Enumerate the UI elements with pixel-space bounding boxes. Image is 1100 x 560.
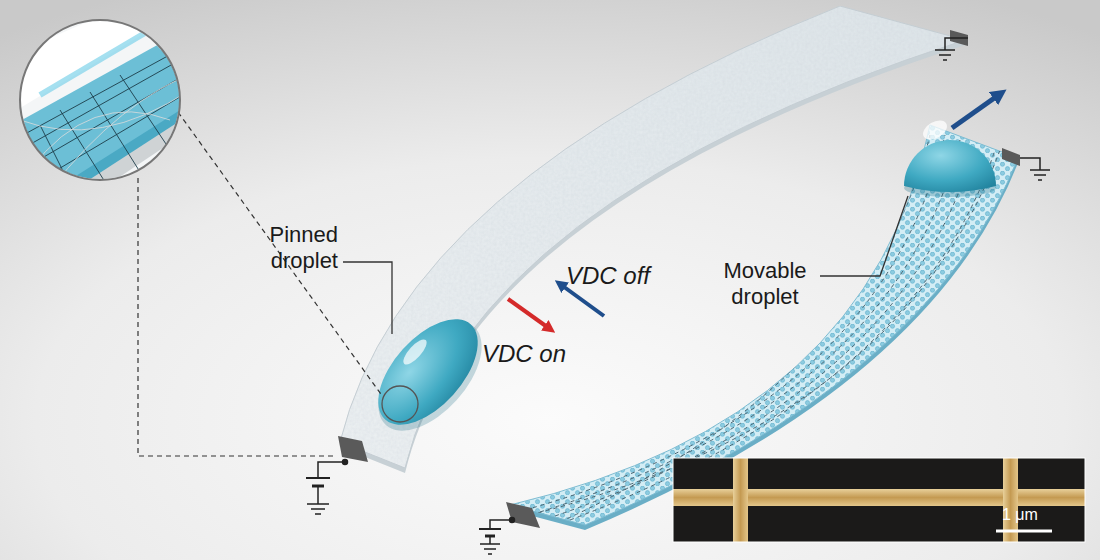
ground-symbol: [1030, 170, 1050, 180]
scale-label: 1 μm: [1002, 505, 1038, 524]
magnified-inset: [40, 125, 75, 195]
battery-symbol: [479, 528, 501, 530]
pinned-droplet: [359, 302, 501, 449]
magnified-inset: [0, 0, 220, 230]
sem-inset: [673, 458, 1085, 542]
leader-line: [820, 196, 908, 276]
magnified-inset: [50, 70, 200, 190]
battery-symbol: [306, 477, 330, 479]
battery-symbol: [479, 518, 515, 555]
movable-droplet: [904, 140, 996, 192]
electrode: [1002, 148, 1020, 166]
battery-symbol: [490, 520, 512, 529]
leader-line: [343, 262, 392, 334]
battery-symbol: [306, 460, 348, 515]
left-strip: [340, 11, 965, 473]
movable-droplet: [904, 117, 996, 197]
switch-on-arrow: [508, 299, 550, 329]
ground-symbol: [935, 38, 968, 60]
sem-inset: [673, 458, 1085, 542]
magnified-inset: [0, 0, 175, 120]
ground-symbol: [1020, 158, 1040, 170]
electrode: [506, 502, 540, 528]
left-strip: [340, 6, 965, 468]
ground-symbol: [1020, 158, 1050, 180]
magnified-inset: [90, 92, 140, 172]
nanowires: [525, 135, 945, 510]
magnified-inset: [0, 0, 220, 230]
pinned-droplet: [400, 336, 430, 368]
ground-symbol: [945, 38, 968, 50]
sem-inset: [1003, 458, 1018, 542]
battery-symbol: [318, 462, 345, 478]
zoom-marker: [382, 386, 418, 422]
zoom-lines: [138, 112, 383, 456]
pinned-droplet: [360, 302, 496, 443]
ground-symbol: [935, 50, 955, 60]
part-label: Movable droplet: [715, 258, 815, 311]
motion-arrow: [952, 94, 1000, 128]
battery-symbol: [317, 486, 319, 504]
battery-symbol: [307, 504, 329, 514]
nanowires: [540, 140, 960, 512]
sem-inset: [673, 458, 1085, 542]
signal-label: VDC off: [566, 262, 650, 291]
magnified-inset: [30, 112, 170, 170]
battery-symbol: [480, 544, 500, 554]
zoom-lines: [178, 112, 383, 397]
electrode: [338, 436, 368, 462]
left-strip: [338, 6, 968, 473]
magnified-inset: [20, 20, 180, 180]
battery-symbol: [489, 536, 491, 544]
magnified-inset: [120, 75, 170, 150]
magnified-inset: [20, 90, 190, 130]
scale-bar: [996, 530, 1052, 533]
sem-inset: [733, 458, 748, 542]
signal-label: VDC on: [482, 340, 566, 369]
part-label: Pinned droplet: [240, 222, 338, 275]
magnified-inset: [40, 30, 150, 95]
zoom-lines: [138, 178, 336, 456]
movable-droplet: [920, 117, 951, 144]
